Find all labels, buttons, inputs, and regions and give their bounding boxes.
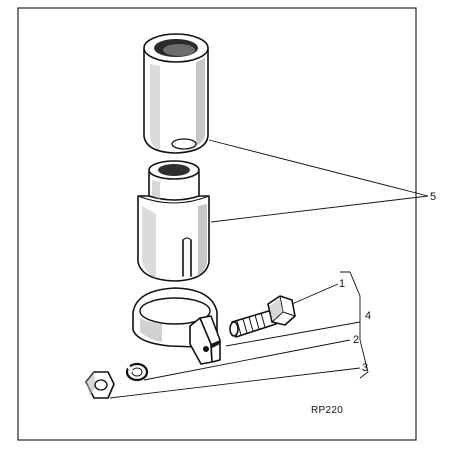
callout-3: 3 (362, 362, 368, 374)
callout-1: 1 (339, 278, 345, 290)
callout-2: 2 (353, 334, 359, 346)
upper-tube (143, 33, 209, 154)
lower-slotted-tube (137, 160, 210, 282)
figure-reference-code: RP220 (311, 405, 343, 416)
diagram-frame (17, 7, 417, 441)
clamp-band (132, 287, 221, 365)
lock-washer (125, 362, 149, 382)
callout-4: 4 (365, 310, 371, 322)
leader-lines (109, 139, 429, 399)
bolt (229, 295, 296, 338)
callout-5: 5 (430, 191, 436, 203)
hex-nut (85, 371, 115, 399)
